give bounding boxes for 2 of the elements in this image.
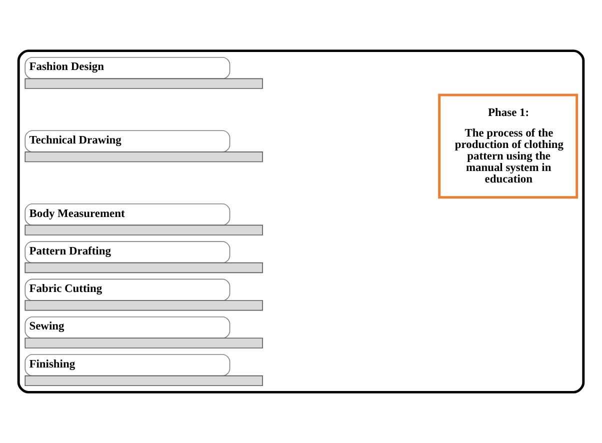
node-box: Phase 1: The process of the production of clothing pattern using the manual system in education [438, 94, 578, 199]
cluster [17, 50, 585, 394]
